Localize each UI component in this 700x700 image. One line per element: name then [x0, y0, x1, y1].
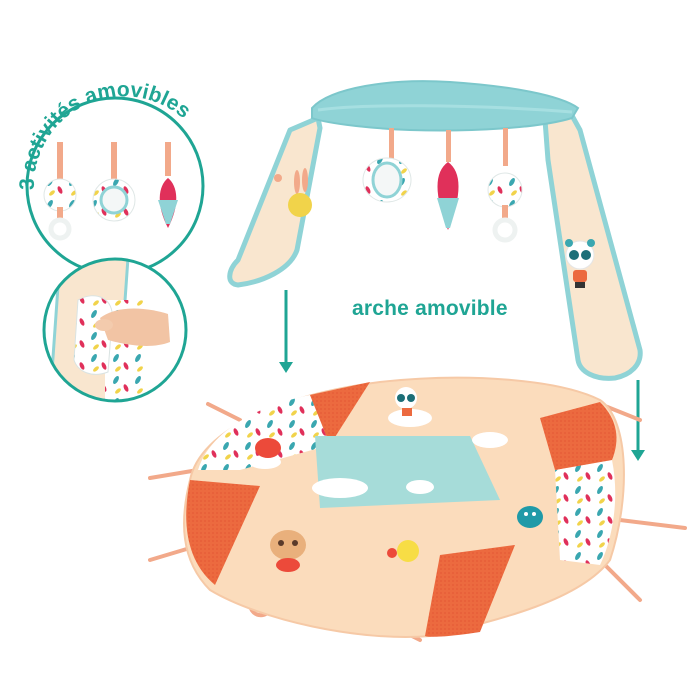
panda-print	[565, 239, 595, 288]
bunny-print	[274, 168, 312, 217]
right-arch-arrow	[631, 380, 645, 461]
removable-arch	[227, 80, 643, 381]
chick-mat-print	[387, 540, 419, 562]
blue-bird-mat-print	[517, 506, 543, 528]
mirror-toy	[362, 157, 412, 203]
flower-rattle-toy	[43, 178, 77, 241]
feather-hanging-toy	[437, 162, 459, 230]
cloud-prints	[249, 409, 508, 498]
arch-caption: arche amovible	[352, 297, 508, 320]
pouch-detail-callout	[42, 257, 188, 403]
play-mat	[148, 376, 687, 642]
flower-mirror-toy	[92, 178, 136, 222]
bird-mat-print	[255, 438, 281, 458]
feather-toy	[158, 178, 178, 228]
left-arch-arrow	[279, 290, 293, 373]
rattle-toy	[487, 172, 523, 243]
panda-mat-print	[395, 387, 417, 416]
hanging-toys-callout	[25, 96, 205, 276]
fawn-mat-print	[270, 530, 306, 572]
